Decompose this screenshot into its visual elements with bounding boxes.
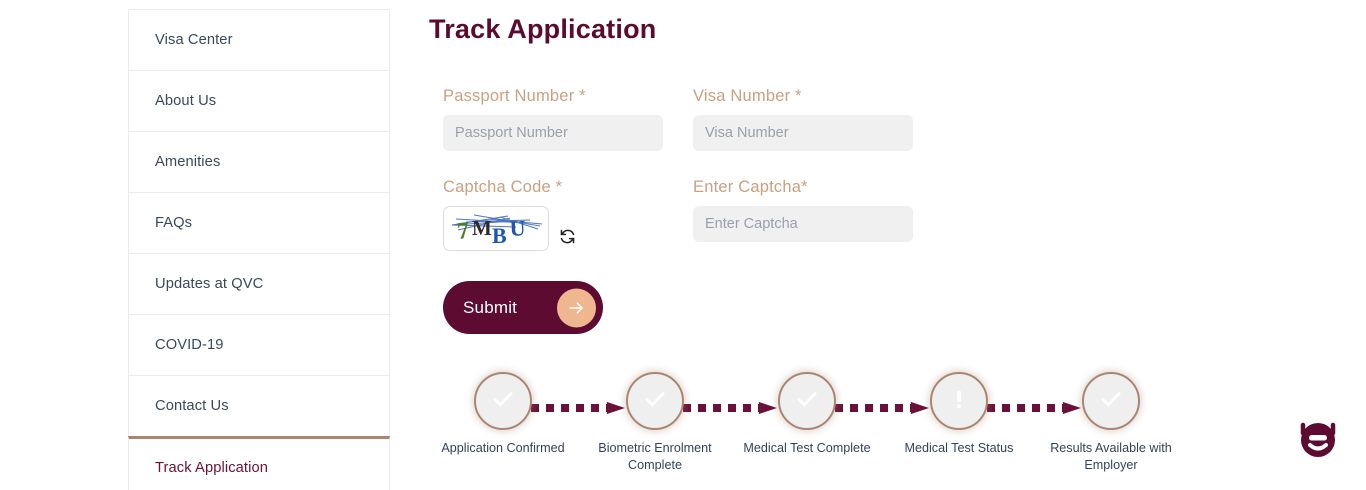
sidebar-item-label: FAQs	[155, 215, 193, 231]
svg-text:M: M	[472, 216, 492, 240]
sidebar-item-faqs[interactable]: FAQs	[128, 192, 390, 253]
sidebar-item-label: COVID-19	[155, 337, 224, 353]
passport-number-label: Passport Number *	[443, 87, 586, 105]
check-icon	[794, 386, 820, 417]
sidebar-item-covid-19[interactable]: COVID-19	[128, 314, 390, 375]
sidebar-item-contact-us[interactable]: Contact Us	[128, 375, 390, 436]
sidebar-nav: Visa Center About Us Amenities FAQs Upda…	[128, 9, 390, 490]
step-connector-arrow	[683, 401, 779, 414]
main-content: Track Application Passport Number * Visa…	[427, 0, 1187, 334]
step-connector-arrow	[987, 401, 1083, 414]
step-status-circle	[474, 372, 532, 430]
tracker-step: Application Confirmed	[427, 372, 625, 474]
sidebar-item-updates-at-qvc[interactable]: Updates at QVC	[128, 253, 390, 314]
tracker-step: Biometric Enrolment Complete	[579, 372, 777, 474]
svg-text:B: B	[492, 223, 507, 248]
step-label: Medical Test Complete	[743, 441, 871, 455]
check-icon	[642, 386, 668, 417]
captcha-code-label: Captcha Code *	[443, 178, 563, 196]
captcha-image: 7 M B U	[443, 206, 549, 251]
check-icon	[490, 386, 516, 417]
enter-captcha-input[interactable]	[693, 206, 913, 242]
arrow-right-icon	[557, 288, 596, 327]
sidebar-item-label: Contact Us	[155, 398, 229, 414]
visa-number-input[interactable]	[693, 115, 913, 151]
visa-field-group: Visa Number *	[693, 87, 913, 151]
form-row-captcha: Captcha Code *	[443, 178, 943, 251]
step-status-circle	[930, 372, 988, 430]
submit-button[interactable]: Submit	[443, 281, 603, 334]
chatbot-icon	[1292, 422, 1344, 468]
step-label: Results Available with Employer	[1050, 441, 1172, 472]
enter-captcha-group: Enter Captcha*	[693, 178, 913, 251]
track-application-form: Passport Number * Visa Number * Captcha …	[443, 87, 943, 251]
step-connector-arrow	[835, 401, 931, 414]
step-status-circle	[1082, 372, 1140, 430]
exclamation-icon	[946, 386, 972, 417]
svg-text:7: 7	[456, 218, 471, 245]
sidebar-item-visa-center[interactable]: Visa Center	[128, 9, 390, 70]
sidebar-item-track-application[interactable]: Track Application	[128, 436, 390, 490]
submit-button-label: Submit	[463, 297, 518, 317]
captcha-code-group: Captcha Code *	[443, 178, 663, 251]
step-status-circle	[778, 372, 836, 430]
captcha-refresh-button[interactable]	[559, 228, 576, 245]
sidebar-item-label: Visa Center	[155, 32, 233, 48]
captcha-wrap: 7 M B U	[443, 206, 663, 251]
visa-number-label: Visa Number *	[693, 87, 802, 105]
step-label: Biometric Enrolment Complete	[598, 441, 712, 472]
tracker-step: Results Available with Employer	[1035, 372, 1187, 474]
enter-captcha-label: Enter Captcha*	[693, 178, 808, 196]
check-icon	[1098, 386, 1124, 417]
svg-text:U: U	[509, 215, 526, 241]
passport-number-input[interactable]	[443, 115, 663, 151]
refresh-icon	[559, 229, 576, 248]
sidebar-item-label: Updates at QVC	[155, 276, 264, 292]
step-label: Application Confirmed	[441, 441, 565, 455]
tracker-step: Medical Test Complete	[731, 372, 929, 474]
form-row-identifiers: Passport Number * Visa Number *	[443, 87, 943, 151]
tracker-step: Medical Test Status	[883, 372, 1081, 474]
page-title: Track Application	[429, 14, 657, 44]
step-connector-arrow	[531, 401, 627, 414]
sidebar-item-label: About Us	[155, 93, 217, 109]
sidebar-item-about-us[interactable]: About Us	[128, 70, 390, 131]
passport-field-group: Passport Number *	[443, 87, 663, 151]
chatbot-launcher-button[interactable]	[1292, 412, 1344, 464]
sidebar-item-label: Track Application	[155, 459, 268, 476]
step-label: Medical Test Status	[904, 441, 1014, 455]
application-progress-tracker: Application Confirmed Biometric Enrolmen…	[427, 372, 1187, 474]
sidebar-item-label: Amenities	[155, 154, 221, 170]
sidebar-item-amenities[interactable]: Amenities	[128, 131, 390, 192]
step-status-circle	[626, 372, 684, 430]
